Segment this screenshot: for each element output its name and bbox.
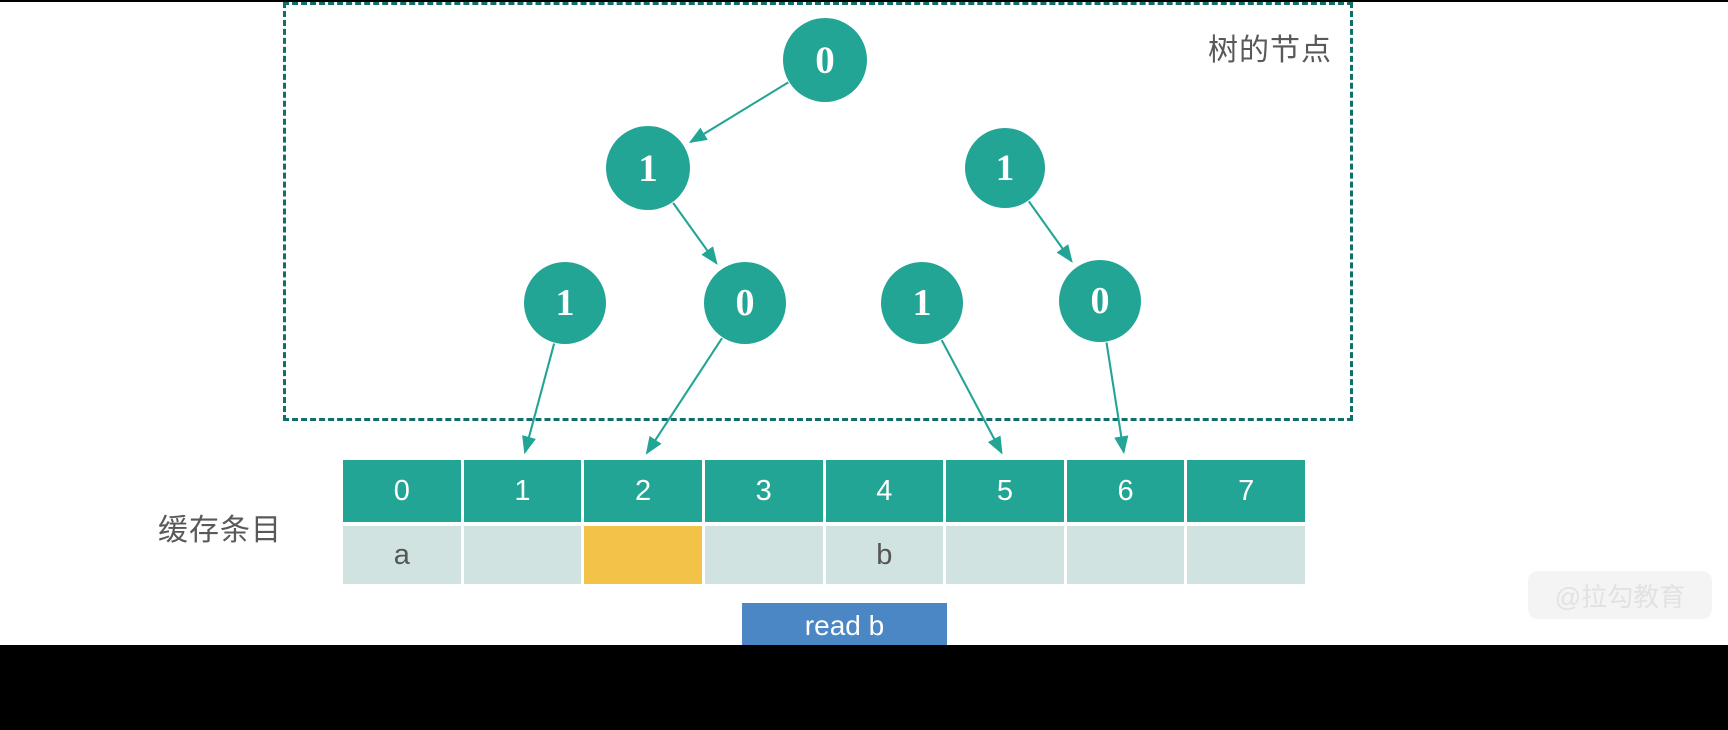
tree-region-box: 树的节点 xyxy=(283,2,1353,421)
cache-index-cell[interactable]: 3 xyxy=(704,460,823,522)
cache-value-cell[interactable] xyxy=(1066,526,1185,584)
watermark: @拉勾教育 xyxy=(1528,571,1712,619)
tree-node: 1 xyxy=(881,262,963,344)
cache-value-cell[interactable]: b xyxy=(825,526,944,584)
cache-value-cell[interactable] xyxy=(704,526,823,584)
cache-index-cell[interactable]: 2 xyxy=(584,460,702,522)
cache-index-cell[interactable]: 7 xyxy=(1187,460,1305,522)
cache-index-cell[interactable]: 6 xyxy=(1066,460,1185,522)
cache-value-cell[interactable] xyxy=(946,526,1064,584)
cache-value-cell[interactable] xyxy=(1187,526,1305,584)
cache-index-cell[interactable]: 4 xyxy=(825,460,944,522)
cache-value-cell[interactable] xyxy=(463,526,582,584)
tree-node: 0 xyxy=(783,18,867,102)
top-black-bar xyxy=(0,0,1728,2)
tree-node: 1 xyxy=(965,128,1045,208)
tree-node: 0 xyxy=(1059,260,1141,342)
cache-index-cell[interactable]: 1 xyxy=(463,460,582,522)
cache-index-cell[interactable]: 5 xyxy=(946,460,1064,522)
cache-value-cell[interactable]: a xyxy=(343,526,461,584)
tree-node: 1 xyxy=(524,262,606,344)
cache-value-cell-highlighted[interactable] xyxy=(584,526,702,584)
read-b-button[interactable]: read b xyxy=(742,603,947,648)
cache-entries-label: 缓存条目 xyxy=(158,514,282,547)
bottom-black-bar xyxy=(0,645,1728,730)
tree-region-label: 树的节点 xyxy=(1208,34,1332,67)
tree-node: 0 xyxy=(704,262,786,344)
tree-node: 1 xyxy=(606,126,690,210)
cache-index-cell[interactable]: 0 xyxy=(343,460,461,522)
